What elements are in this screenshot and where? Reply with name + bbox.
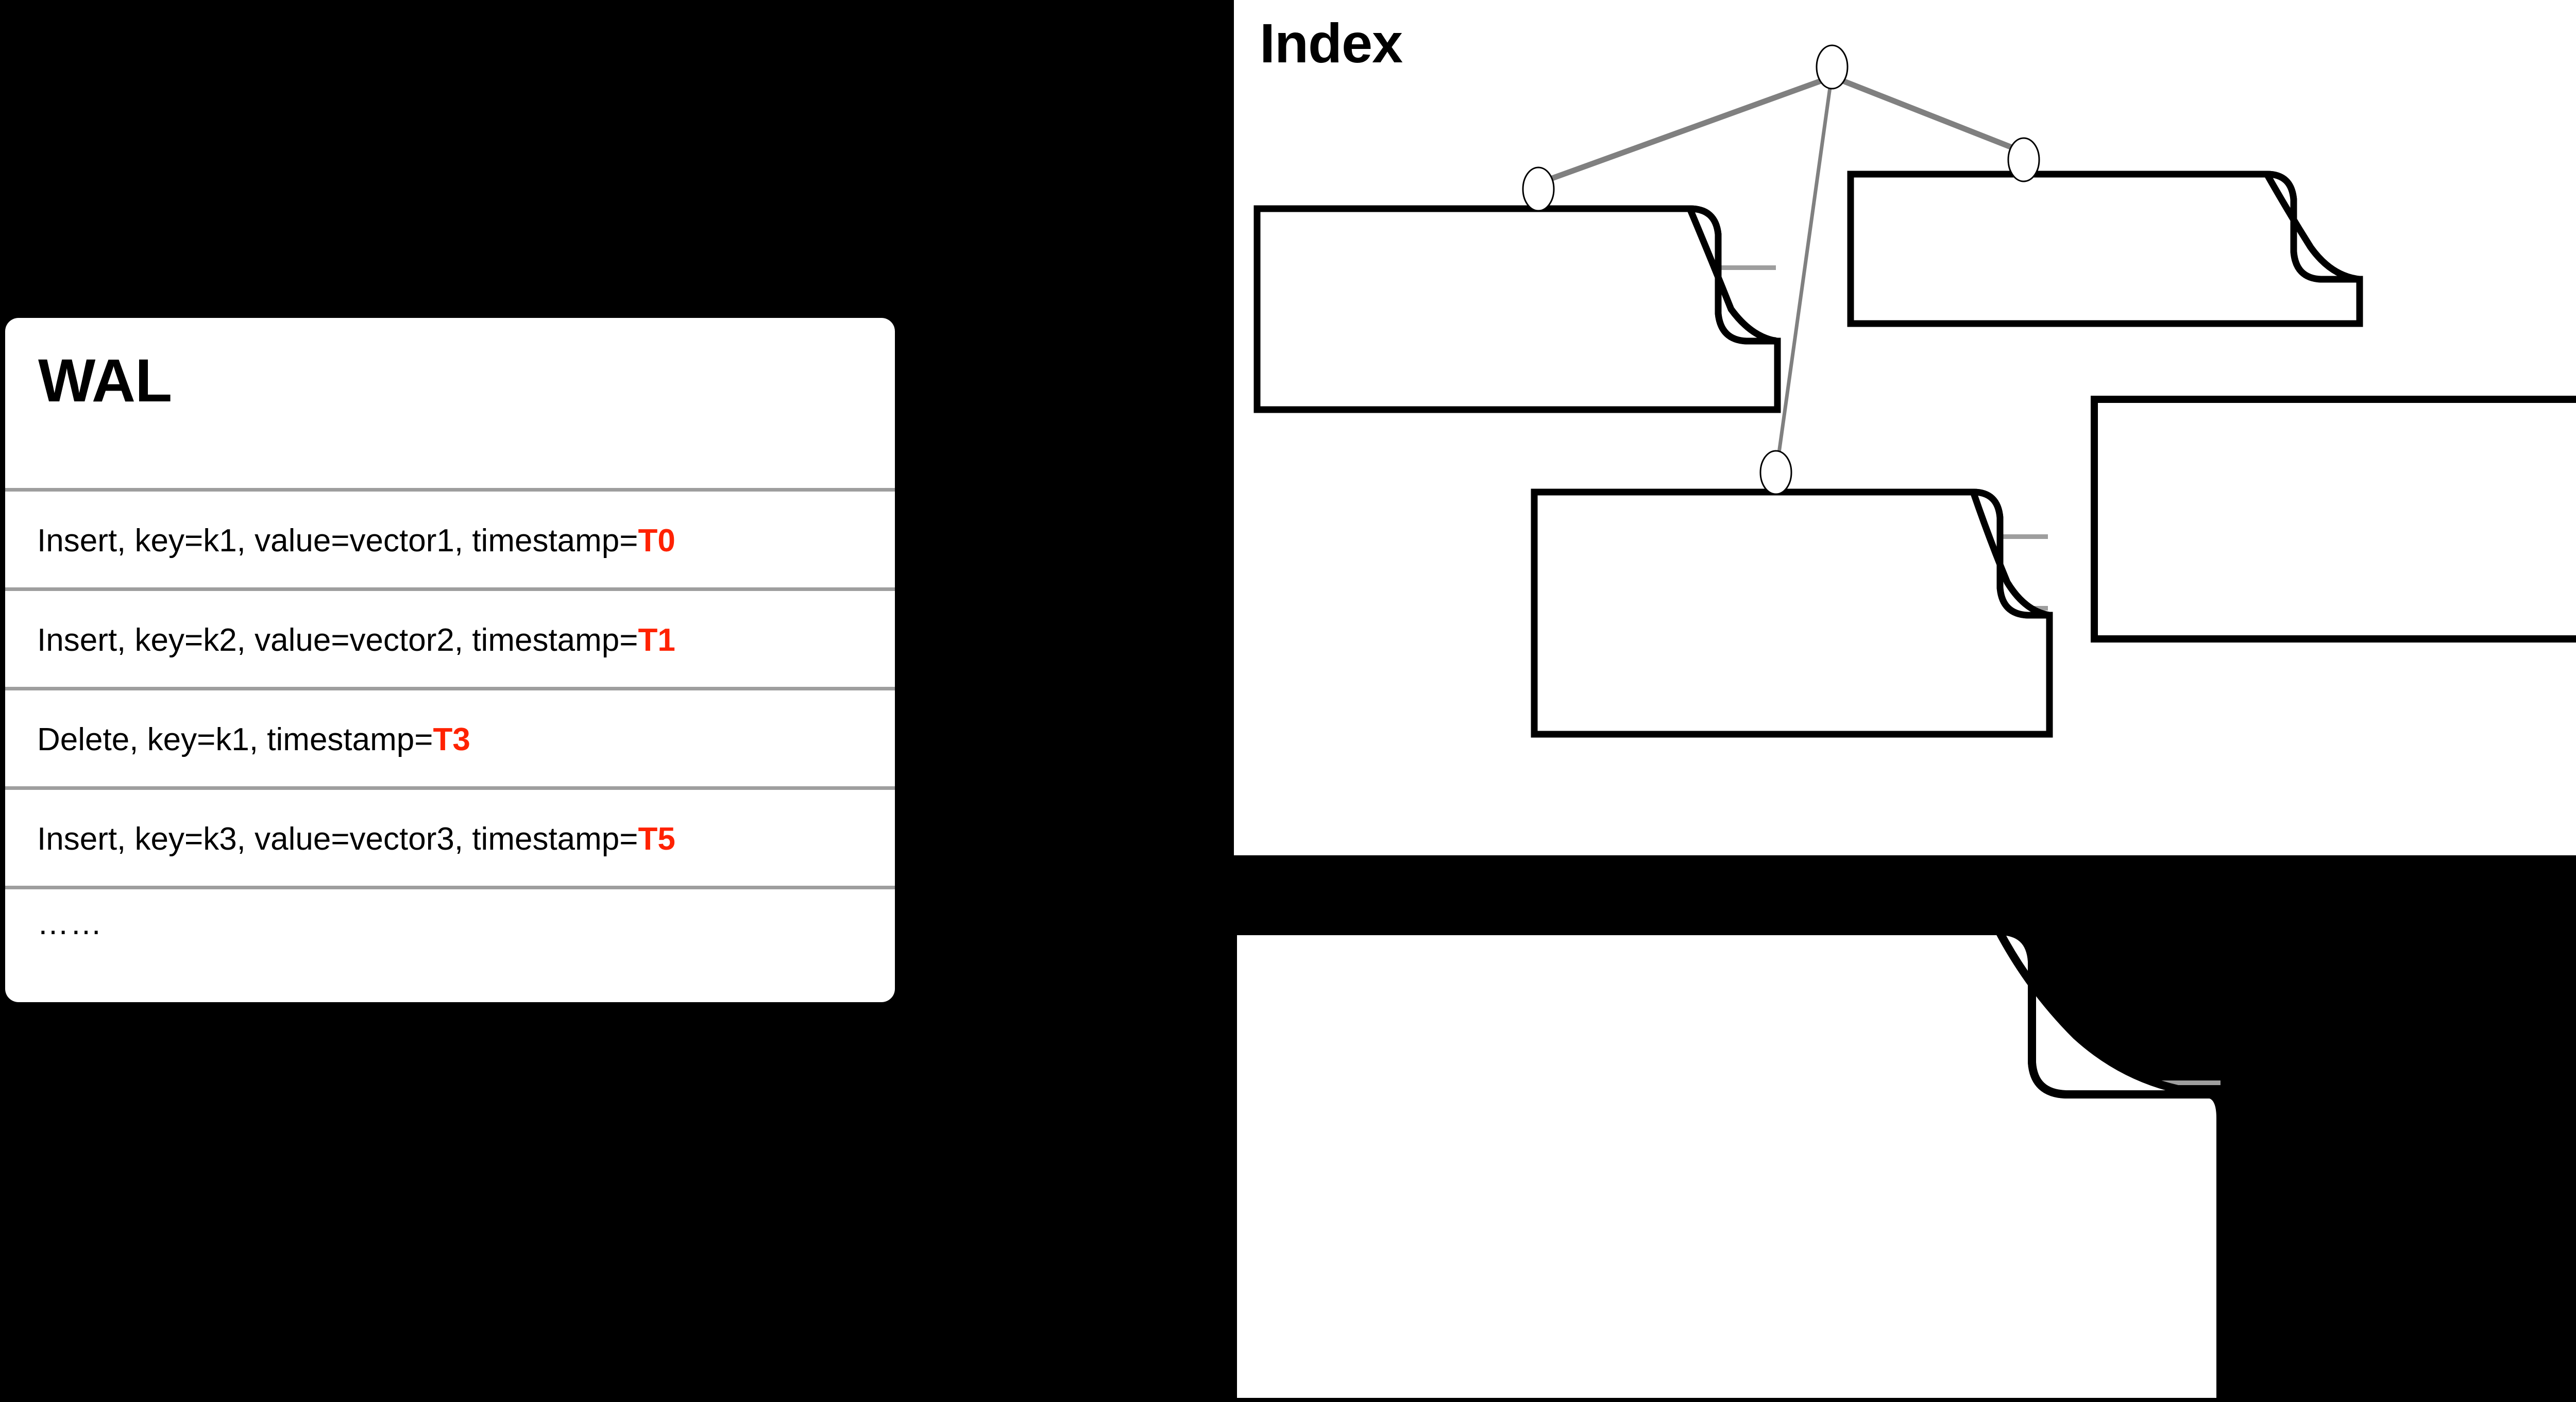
tree-edge-root-mid xyxy=(1775,87,1832,464)
index-tree-edges xyxy=(1543,77,2021,464)
delete-log-outline xyxy=(2091,396,2576,643)
wal-entry-text: Insert, key=k2, value=vector2, timestamp… xyxy=(37,622,638,658)
wal-entry-row: Insert, key=k2, value=vector2, timestamp… xyxy=(37,591,895,689)
wal-entry-text: Insert, key=k3, value=vector3, timestamp… xyxy=(37,821,638,857)
bin-log-outline xyxy=(1229,926,2225,1402)
wal-entry-row: Delete, key=k1, timestamp=T3 xyxy=(37,690,895,788)
wal-entry-timestamp: T0 xyxy=(638,522,675,559)
wal-entry-timestamp: T1 xyxy=(638,622,675,658)
wal-entry-timestamp: T5 xyxy=(638,821,675,857)
tree-edge-root-left xyxy=(1543,77,1825,184)
wal-divider-1 xyxy=(5,587,895,591)
wal-entry-row: Insert, key=k1, value=vector1, timestamp… xyxy=(37,492,895,589)
wal-divider-0 xyxy=(5,488,895,492)
tree-node-root[interactable] xyxy=(1816,44,1849,90)
tree-node-right-child[interactable] xyxy=(2007,137,2040,182)
tree-node-mid-child[interactable] xyxy=(1759,450,1792,495)
wal-entry-row: Insert, key=k3, value=vector3, timestamp… xyxy=(37,790,895,888)
wal-entry-text: Delete, key=k1, timestamp= xyxy=(37,721,433,757)
leaf-placeholder-outline xyxy=(1847,171,2363,327)
wal-divider-4 xyxy=(5,886,895,889)
wal-panel: WAL Insert, key=k1, value=vector1, times… xyxy=(5,318,895,1002)
wal-entry-timestamp: T3 xyxy=(433,721,470,757)
tree-node-left-child[interactable] xyxy=(1522,166,1555,212)
leaf-k1-outline xyxy=(1253,205,1781,413)
index-title: Index xyxy=(1260,12,1403,74)
leaf-k2k3-outline xyxy=(1531,488,2053,738)
tree-edge-root-right xyxy=(1839,77,2021,154)
wal-divider-2 xyxy=(5,687,895,690)
wal-entry-text: Insert, key=k1, value=vector1, timestamp… xyxy=(37,522,638,559)
wal-more-ellipsis: …… xyxy=(37,906,103,941)
index-tree-nodes xyxy=(1522,44,2040,495)
wal-title: WAL xyxy=(38,347,172,415)
wal-divider-3 xyxy=(5,786,895,790)
